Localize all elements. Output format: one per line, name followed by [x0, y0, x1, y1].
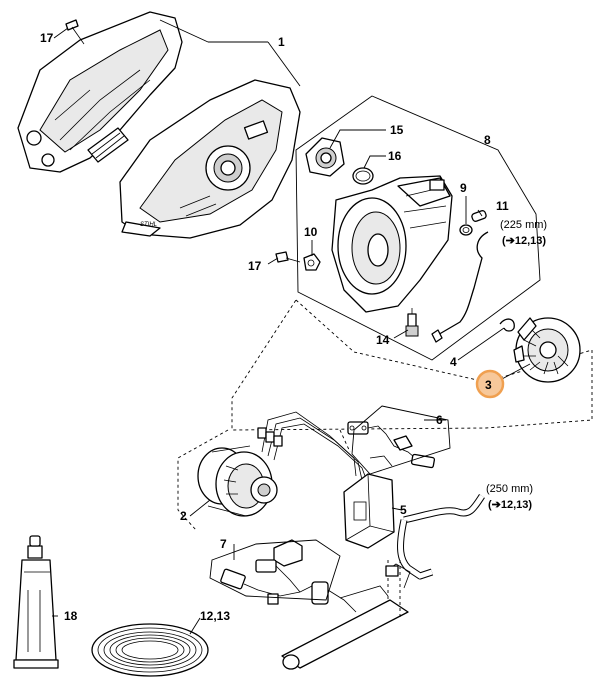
part-15-connector	[305, 137, 345, 177]
callout-15: 15	[390, 123, 404, 137]
leader-lines	[52, 19, 531, 635]
bottom-tube-assembly	[281, 560, 411, 670]
callout-5: 5	[400, 503, 407, 517]
group-4-dashed-frame	[231, 299, 593, 431]
part-3-fan-wheel	[513, 317, 581, 383]
callout-17-top: 17	[40, 31, 54, 45]
part-10-grommet	[303, 253, 321, 271]
part-2-generator	[197, 445, 278, 517]
note-250mm-ref: (➔12,13)	[488, 499, 532, 511]
callout-17-middle: 17	[248, 259, 262, 273]
callout-12-13: 12,13	[200, 609, 230, 623]
group-8-frame	[295, 95, 541, 361]
note-225mm-ref: (➔12,13)	[502, 235, 546, 247]
hose-225mm	[431, 231, 489, 343]
generator-wires	[257, 411, 369, 485]
part-5-module	[343, 473, 395, 549]
callout-14: 14	[376, 333, 390, 347]
part-17-screw-middle	[275, 251, 301, 263]
group-7-frame	[209, 539, 341, 601]
part-12-13-coiled-hose	[91, 623, 209, 677]
part-1-housing-shell	[17, 11, 183, 173]
callout-4: 4	[450, 355, 457, 369]
note-250mm: (250 mm)	[486, 483, 533, 495]
part-1-main-housing: STIHL	[119, 79, 301, 239]
part-11-plug	[471, 210, 487, 222]
part-9-sleeve	[459, 224, 473, 236]
part-18-grease-tube	[13, 535, 59, 669]
part-8-fan-housing	[331, 175, 453, 313]
callout-3: 3	[485, 378, 492, 392]
callout-8: 8	[484, 133, 491, 147]
svg-text:STIHL: STIHL	[140, 222, 157, 228]
callout-18: 18	[64, 609, 78, 623]
part-14-plug	[405, 308, 419, 337]
callout-1: 1	[278, 35, 285, 49]
callout-7: 7	[220, 537, 227, 551]
callout-6: 6	[436, 413, 443, 427]
callout-9: 9	[460, 181, 467, 195]
callout-11: 11	[496, 199, 509, 213]
generator-dashed-frame	[177, 429, 351, 531]
note-225mm: (225 mm)	[500, 219, 547, 231]
part-6-connectors	[347, 421, 436, 469]
callout-10: 10	[304, 225, 318, 239]
callout-2: 2	[180, 509, 187, 523]
part-4-clip	[499, 318, 515, 332]
part-17-screw-top	[65, 19, 85, 45]
hose-250mm	[397, 494, 485, 580]
callout-3-highlight	[475, 369, 505, 399]
part-16-o-ring	[352, 167, 374, 185]
callout-16: 16	[388, 149, 402, 163]
part-7-cables	[220, 539, 357, 613]
